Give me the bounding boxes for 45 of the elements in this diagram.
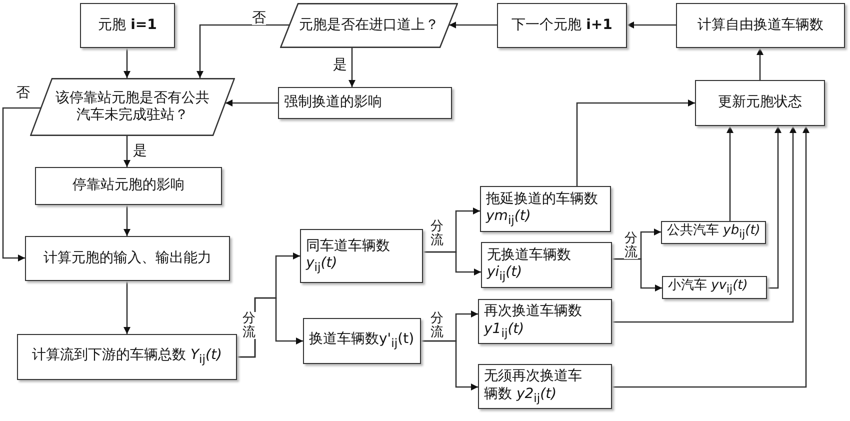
arrow [612,258,662,292]
arrow [612,126,796,323]
arrow [612,126,810,388]
arrow [226,100,278,106]
process-box: 下一个元胞 i+1 [497,3,627,48]
process-box: 计算流到下游的车辆总数 Y$_{ij}$(t) [17,334,237,380]
process-box: 无须再次换道车辆数 y2$_{ij}$(t) [478,364,612,409]
process-box: 公共汽车 yb$_{ij}$(t) [661,221,766,244]
edge-label: 否 [16,86,30,100]
edge-label: 是 [333,58,347,72]
process-box: 计算自由换道车辆数 [676,3,845,48]
process-box: 计算元胞的输入、输出能力 [25,236,230,281]
process-box: 更新元胞状态 [695,80,825,126]
edge-label: 是 [133,144,147,158]
arrow [196,24,290,78]
process-box: 无换道车辆数 yi$_{ij}$(t) [481,242,612,288]
arrow [124,205,130,236]
arrow [423,251,481,276]
arrow [124,281,130,334]
branch-label: 分流 [242,312,256,340]
arrow [627,22,676,28]
process-box: 停靠站元胞的影响 [35,167,222,205]
decision-parallelogram: 元胞是否在进口道上？ [280,3,458,48]
process-box: 拖延换道的车辆数 ym$_{ij}$(t) [480,186,611,232]
process-box: 同车道车辆数 y$_{ij}$(t) [300,229,423,283]
branch-label: 分流 [430,312,444,340]
process-box: 元胞 i=1 [80,3,175,48]
arrow [348,48,356,87]
process-box: 强制换道的影响 [278,87,452,119]
edge-label: 否 [252,11,266,25]
arrow [756,48,764,80]
decision-parallelogram: 该停靠站元胞是否有公共汽车未完成驻站？ [30,78,235,136]
arrow [449,22,497,28]
arrow [767,126,782,289]
process-box: 换道车辆数y'$_{ij}$(t) [303,318,421,364]
process-box: 小汽车 yv$_{ij}$(t) [662,276,767,299]
arrow [726,126,734,221]
branch-label: 分流 [624,232,638,260]
arrow [124,136,130,167]
arrow [124,48,130,78]
process-box: 再次换道车辆数 y1$_{ij}$(t) [478,299,612,344]
arrow [2,107,41,262]
arrow [421,340,478,390]
branch-label: 分流 [430,220,444,248]
arrow [576,100,695,186]
